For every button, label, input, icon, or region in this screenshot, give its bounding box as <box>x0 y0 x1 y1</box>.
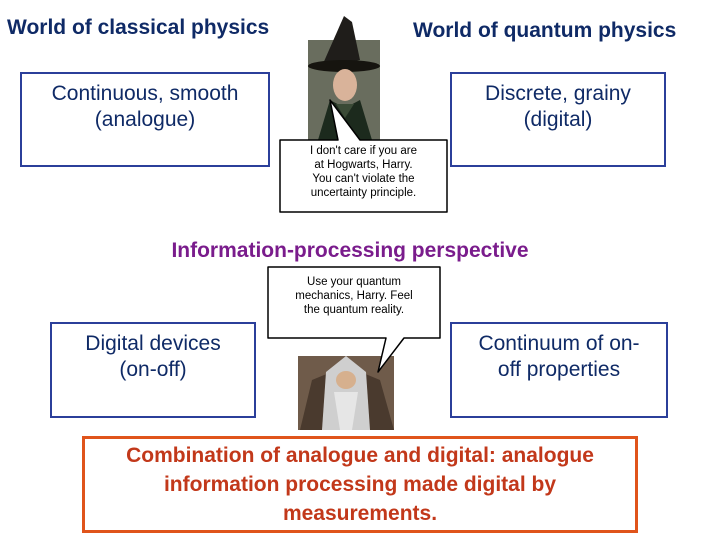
box-line: (on-off) <box>119 358 187 381</box>
box-line: Discrete, grainy <box>485 82 631 105</box>
classical-analogue-box: Continuous, smooth (analogue) <box>20 72 270 167</box>
bubble-line: the quantum reality. <box>303 304 405 316</box>
top-bubble-text: I don't care if you are at Hogwarts, Har… <box>280 144 447 200</box>
classical-physics-heading: World of classical physics <box>7 16 270 39</box>
quantum-digital-box: Discrete, grainy (digital) <box>450 72 666 167</box>
box-line: (analogue) <box>94 108 196 131</box>
quantum-physics-heading: World of quantum physics <box>413 19 677 42</box>
bottom-bubble-text: Use your quantum mechanics, Harry. Feel … <box>268 275 440 317</box>
box-line: Digital devices <box>85 332 221 355</box>
conclusion-box: Combination of analogue and digital: ana… <box>82 436 638 533</box>
box-line: (digital) <box>523 108 593 131</box>
conclusion-line: Combination of analogue and digital: ana… <box>126 444 594 467</box>
wizard-portrait-image <box>298 356 394 430</box>
continuum-box: Continuum of on- off properties <box>450 322 668 418</box>
witch-portrait-image <box>308 16 380 140</box>
box-line: Continuous, smooth <box>51 82 239 105</box>
digital-devices-box: Digital devices (on-off) <box>50 322 256 418</box>
box-line: off properties <box>497 358 621 381</box>
bubble-line: uncertainty principle. <box>310 187 417 199</box>
bubble-line: mechanics, Harry. Feel <box>295 290 413 302</box>
box-line: Continuum of on- <box>478 332 640 355</box>
bubble-line: Use your quantum <box>307 276 401 288</box>
bubble-line: at Hogwarts, Harry. <box>314 159 413 171</box>
information-processing-subtitle: Information-processing perspective <box>171 239 529 262</box>
conclusion-line: measurements. <box>282 502 438 525</box>
bottom-speech-bubble <box>267 266 441 373</box>
bubble-line: I don't care if you are <box>309 145 418 157</box>
bubble-line: You can't violate the <box>312 173 415 185</box>
conclusion-line: information processing made digital by <box>163 473 557 496</box>
top-speech-bubble <box>279 99 448 213</box>
